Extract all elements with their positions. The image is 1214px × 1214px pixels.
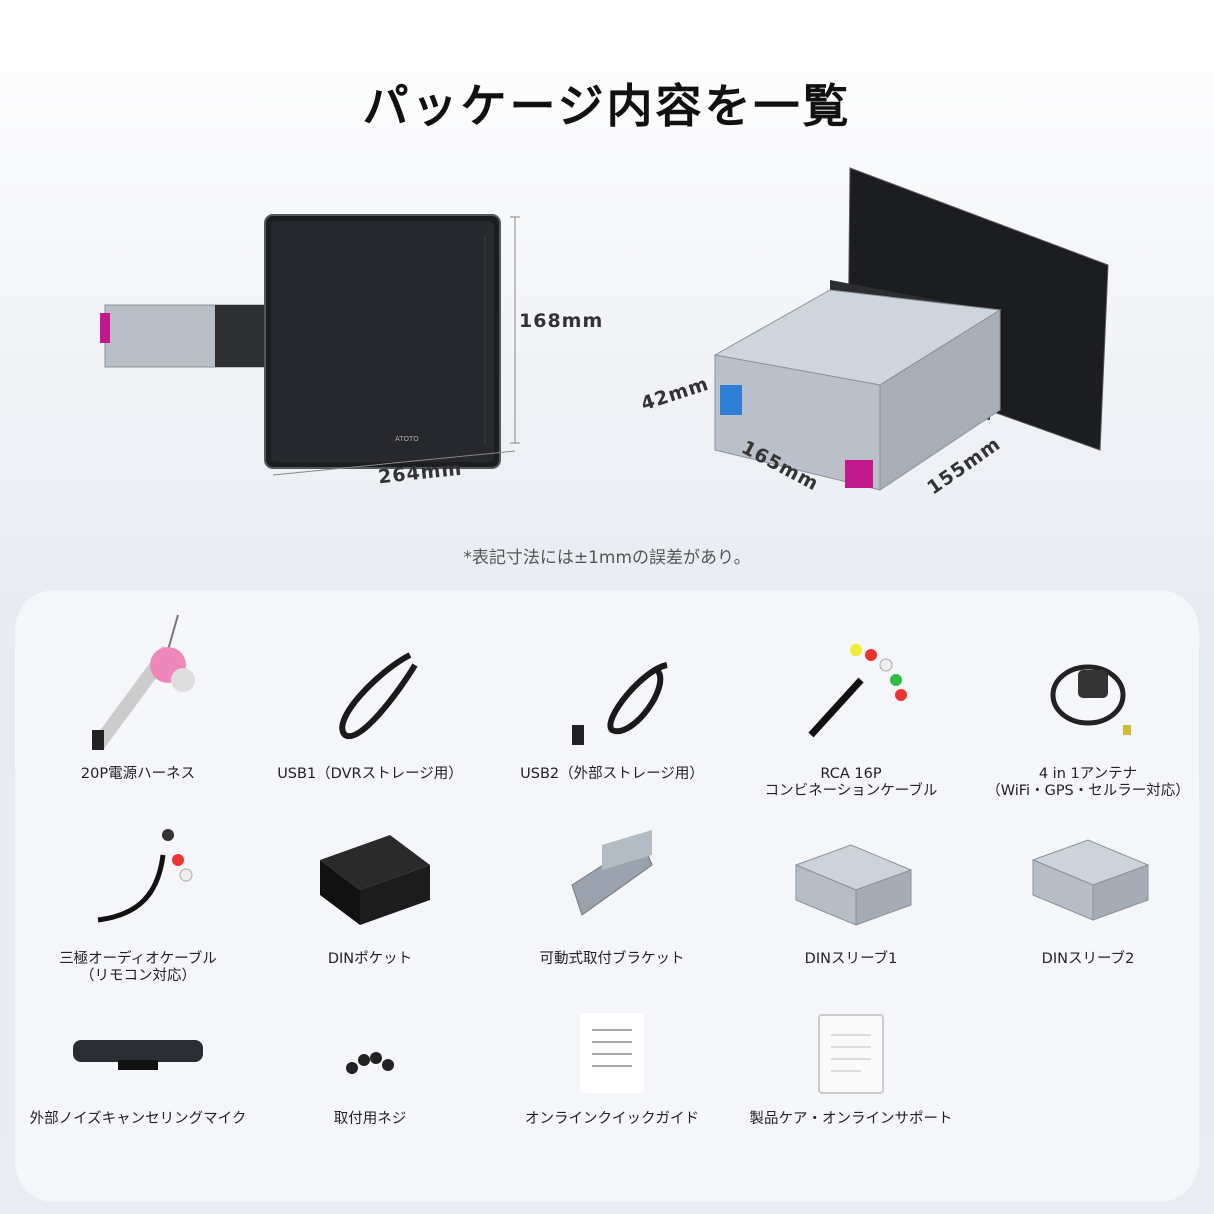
item-microphone: 外部ノイズキャンセリングマイク xyxy=(18,1010,258,1128)
head-unit-front-view: ATOTO xyxy=(100,214,520,476)
usb-cable-icon xyxy=(339,652,418,740)
item-din-pocket: DINポケット xyxy=(250,815,490,968)
item-din-sleeve-2: DINスリーブ2 xyxy=(968,815,1208,968)
page-title: パッケージ内容を一覧 xyxy=(362,79,852,133)
audio-cable-icon xyxy=(97,829,193,923)
support-card-icon xyxy=(818,1014,884,1094)
item-quick-guide: オンラインクイックガイド xyxy=(492,1010,732,1128)
guide-icon xyxy=(580,1013,644,1093)
tolerance-note: *表記寸法には±1mmの誤差があり。 xyxy=(463,548,751,568)
item-power-harness: 20P電源ハーネス xyxy=(18,610,258,783)
item-rca-cable: RCA 16P コンビネーションケーブル xyxy=(731,610,971,800)
item-audio-cable: 三極オーディオケーブル （リモコン対応） xyxy=(18,815,258,985)
wire-harness-icon xyxy=(92,614,195,750)
item-antenna: 4 in 1アンテナ （WiFi・GPS・セルラー対応） xyxy=(968,610,1208,800)
item-support-card: 製品ケア・オンラインサポート xyxy=(731,1010,971,1128)
screws-icon xyxy=(346,1052,394,1074)
rca-cable-icon xyxy=(808,644,907,738)
bracket-icon xyxy=(571,830,653,916)
usb-cable-icon xyxy=(572,662,668,745)
microphone-icon xyxy=(73,1040,203,1070)
antenna-icon xyxy=(1050,664,1131,735)
item-din-sleeve-1: DINスリーブ1 xyxy=(731,815,971,968)
item-usb2-cable: USB2（外部ストレージ用） xyxy=(492,610,732,783)
screen-brand-logo: ATOTO xyxy=(395,435,419,443)
item-bracket: 可動式取付ブラケット xyxy=(492,815,732,968)
item-screws: 取付用ネジ xyxy=(250,1010,490,1128)
din-sleeve-icon xyxy=(794,844,913,926)
din-pocket-icon xyxy=(320,835,430,925)
din-sleeve-icon xyxy=(1031,839,1150,921)
head-unit-rear-view xyxy=(713,167,1109,491)
item-usb1-cable: USB1（DVRストレージ用） xyxy=(250,610,490,783)
height-dimension: 168mm xyxy=(519,310,604,332)
